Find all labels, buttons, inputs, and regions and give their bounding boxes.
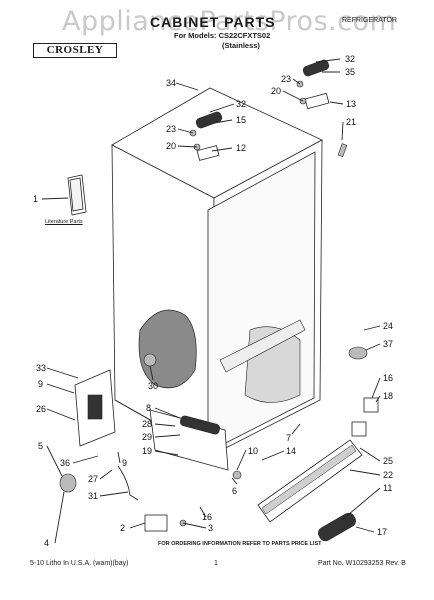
cabinet-body: [111, 87, 323, 456]
callout-23: 23: [281, 74, 291, 84]
callout-27: 27: [88, 474, 98, 484]
watermark: AppliancePartsPros.com: [62, 6, 397, 37]
callout-18: 18: [383, 391, 393, 401]
callout-6: 6: [232, 486, 237, 496]
ordering-note: FOR ORDERING INFORMATION REFER TO PARTS …: [158, 541, 322, 547]
callout-29: 29: [142, 432, 152, 442]
callout-5: 5: [38, 441, 43, 451]
callout-12: 12: [236, 143, 246, 153]
callout-1: 1: [33, 194, 38, 204]
callout-9: 9: [38, 379, 43, 389]
literature-parts-label: Literature Parts: [45, 219, 83, 225]
callout-30: 30: [148, 381, 158, 391]
callout-13: 13: [346, 99, 356, 109]
callout-15: 15: [236, 115, 246, 125]
callout-10: 10: [248, 446, 258, 456]
callout-numbers: 3235232013213432152312201243733309261618…: [33, 54, 393, 548]
callout-28: 28: [142, 419, 152, 429]
callout-36: 36: [60, 458, 70, 468]
callout-19: 19: [142, 446, 152, 456]
callout-26: 26: [36, 404, 46, 414]
callout-25: 25: [383, 456, 393, 466]
callout-34: 34: [166, 78, 176, 88]
callout-3: 3: [208, 523, 213, 533]
callout-33: 33: [36, 363, 46, 373]
finish-label: (Stainless): [222, 41, 260, 50]
literature-parts: [67, 174, 87, 216]
diagram-title: CABINET PARTS: [150, 14, 276, 30]
callout-31: 31: [88, 491, 98, 501]
brand-logo: CROSLEY: [33, 43, 117, 58]
leader-lines: [41, 58, 381, 544]
callout-23: 23: [166, 124, 176, 134]
callout-32: 32: [345, 54, 355, 64]
callout-16: 16: [202, 512, 212, 522]
page-number: 1: [214, 560, 218, 567]
callout-20: 20: [271, 86, 281, 96]
top-hinge-assembly: [189, 59, 348, 161]
callout-16: 16: [383, 373, 393, 383]
footer-litho: 5-10 Litho In U.S.A. (wam)(bay): [30, 560, 129, 567]
callout-4: 4: [44, 538, 49, 548]
callout-22: 22: [383, 470, 393, 480]
category-label: REFRIGERATOR: [342, 17, 397, 24]
footer-part-number: Part No. W10293253 Rev. B: [318, 560, 406, 567]
callout-32: 32: [236, 99, 246, 109]
callout-24: 24: [383, 321, 393, 331]
callout-7: 7: [286, 433, 291, 443]
callout-14: 14: [286, 446, 296, 456]
callout-2: 2: [120, 523, 125, 533]
models-label: For Models: CS22CFXTS02: [174, 31, 271, 40]
callout-20: 20: [166, 141, 176, 151]
callout-9: 9: [122, 458, 127, 468]
callout-17: 17: [377, 527, 387, 537]
callout-8: 8: [146, 403, 151, 413]
callout-35: 35: [345, 67, 355, 77]
callout-11: 11: [383, 483, 392, 493]
callout-21: 21: [346, 117, 356, 127]
callout-37: 37: [383, 339, 393, 349]
